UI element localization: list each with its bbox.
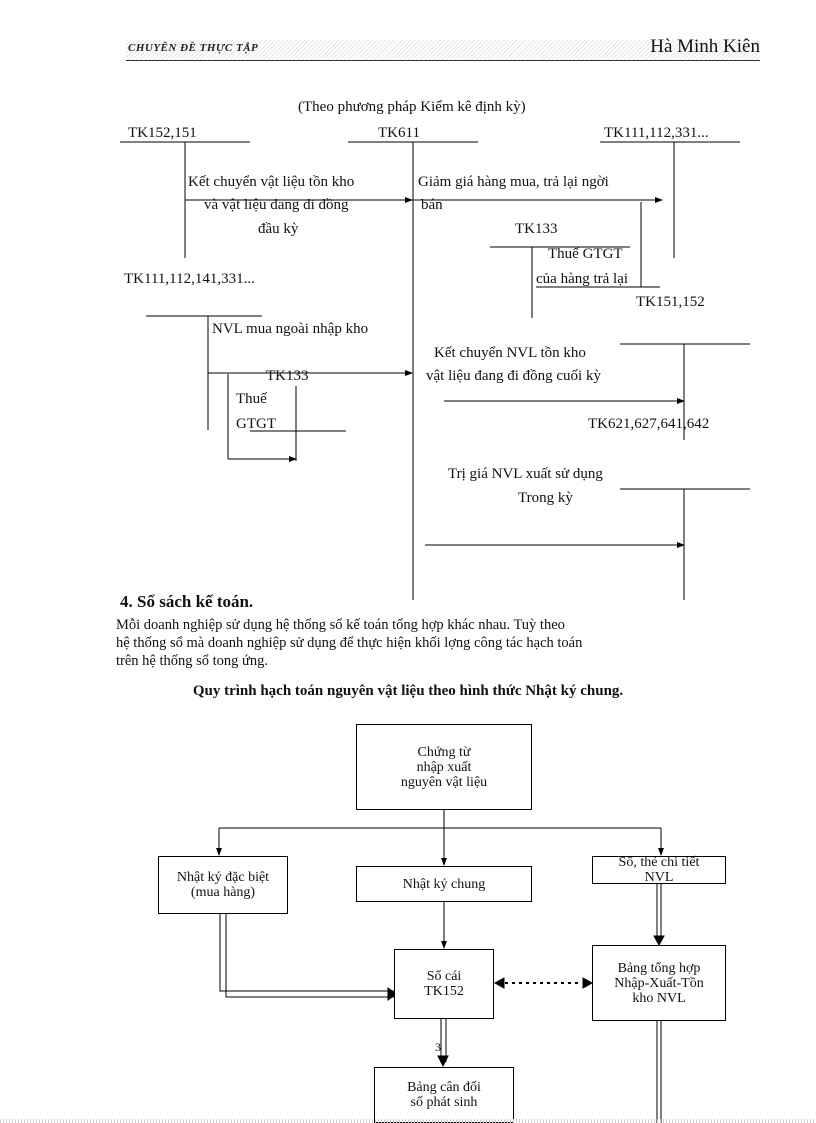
box-line: nguyên vật liệu xyxy=(400,774,488,790)
header-band xyxy=(126,40,760,60)
box-line: NVL xyxy=(644,870,674,885)
box-line: Bảng cân đối xyxy=(407,1080,481,1095)
account-tk151-152: TK151,152 xyxy=(636,294,705,310)
header-author: Hà Minh Kiên xyxy=(650,36,760,57)
box-line: Sổ cái xyxy=(426,969,462,984)
accounting-diagram xyxy=(120,141,750,600)
box-line: nhập xuất xyxy=(416,759,472,775)
section-heading: 4. Sổ sách kế toán. xyxy=(120,592,254,611)
box-trial-balance: Bảng cân đối số phát sinh xyxy=(374,1067,514,1123)
label-vat-1: Thuế xyxy=(236,391,267,407)
para-line: trên hệ thống sổ tong ứng. xyxy=(116,653,269,669)
label-vat-returns-1: Thuế GTGT xyxy=(548,246,623,262)
diagram-subtitle: (Theo phương pháp Kiểm kê định kỳ) xyxy=(298,99,526,115)
box-special-journal: Nhật ký đặc biệt (mua hàng) xyxy=(158,856,288,914)
box-line: Nhập-Xuất-Tồn xyxy=(614,975,704,991)
section-paragraph: Mỗi doanh nghiệp sử dụng hệ thống sổ kế … xyxy=(116,616,760,670)
header-title: CHUYÊN ĐỀ THỰC TẬP xyxy=(128,42,259,54)
box-line: kho NVL xyxy=(632,990,686,1006)
label-closing-1: Kết chuyển NVL tồn kho xyxy=(434,345,586,361)
box-line: Bảng tổng hợp xyxy=(617,960,701,976)
page-number: 3 xyxy=(435,1040,441,1054)
account-tk152-151: TK152,151 xyxy=(128,125,197,141)
label-opening-1: Kết chuyển vật liệu tồn kho xyxy=(188,174,355,190)
label-returns-1: Giảm giá hàng mua, trả lại ngời xyxy=(418,174,609,190)
box-source-documents: Chứng từ nhập xuất nguyên vật liệu xyxy=(356,724,532,810)
flowchart-title: Quy trình hạch toán nguyên vật liệu theo… xyxy=(192,683,624,699)
box-general-ledger: Sổ cái TK152 xyxy=(394,949,494,1019)
box-line: (mua hàng) xyxy=(190,885,256,900)
account-tk621: TK621,627,641,642 xyxy=(588,416,710,432)
para-line: Mỗi doanh nghiệp sử dụng hệ thống sổ kế … xyxy=(116,617,565,633)
box-line: số phát sinh xyxy=(410,1095,478,1110)
label-opening-3: đầu kỳ xyxy=(258,221,299,237)
para-line: hệ thống sổ mà doanh nghiệp sử dụng để t… xyxy=(116,635,583,651)
account-tk611: TK611 xyxy=(378,125,420,141)
box-line: Sổ, thẻ chi tiết xyxy=(618,855,700,870)
label-returns-2: bán xyxy=(421,197,443,213)
page-bottom-edge xyxy=(0,1119,816,1123)
box-summary-table: Bảng tổng hợp Nhập-Xuất-Tồn kho NVL xyxy=(592,945,726,1021)
box-detail-ledger: Sổ, thẻ chi tiết NVL xyxy=(592,855,726,885)
label-vat-2: GTGT xyxy=(236,416,276,432)
account-tk111-141: TK111,112,141,331... xyxy=(124,271,255,287)
label-purchase: NVL mua ngoài nhập kho xyxy=(212,321,369,337)
box-line: TK152 xyxy=(424,984,464,999)
account-tk133-b: TK133 xyxy=(266,368,309,384)
label-usage-1: Trị giá NVL xuất sử dụng xyxy=(448,466,603,482)
header-rule xyxy=(126,60,760,61)
label-usage-2: Trong kỳ xyxy=(518,490,573,506)
account-tk133-a: TK133 xyxy=(515,221,558,237)
label-closing-2: vật liệu đang đi đồng cuối kỳ xyxy=(426,368,601,384)
box-general-journal: Nhật ký chung xyxy=(356,866,532,902)
box-line: Nhật ký chung xyxy=(402,876,486,892)
account-tk111-112-331: TK111,112,331... xyxy=(604,125,709,141)
box-line: Chứng từ xyxy=(417,744,471,760)
label-vat-returns-2: của hàng trả lại xyxy=(536,271,629,287)
label-opening-2: và vật liệu đang đi đồng xyxy=(204,197,349,213)
box-line: Nhật ký đặc biệt xyxy=(176,870,270,885)
